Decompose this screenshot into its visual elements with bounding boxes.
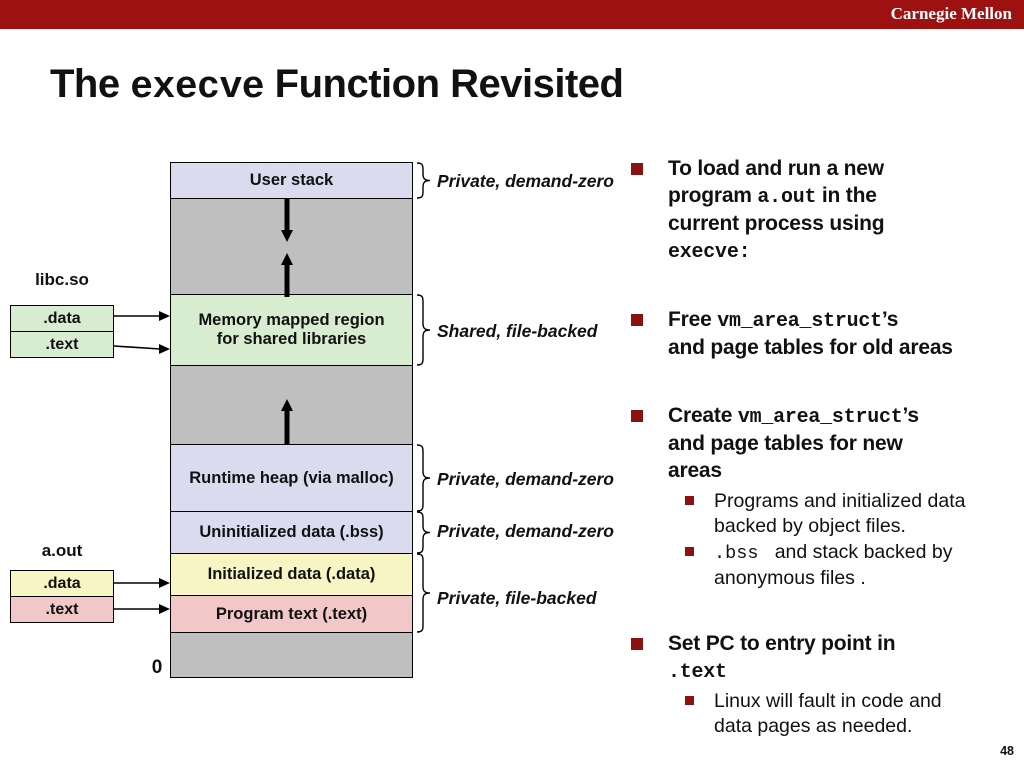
brace-bss <box>416 511 431 554</box>
region-bss: Uninitialized data (.bss) <box>170 511 413 554</box>
bullet-square-icon <box>631 314 643 326</box>
bullet-square-icon <box>631 410 643 422</box>
region-user-stack-label: User stack <box>249 171 334 189</box>
anno-data-text: Private, file-backed <box>437 588 597 608</box>
region-gap-bottom <box>170 632 413 678</box>
aout-text-label: .text <box>45 600 79 618</box>
mmap-grow-up-arrow <box>281 253 293 297</box>
brand-label: Carnegie Mellon <box>890 4 1012 23</box>
brace-user-stack <box>416 162 431 199</box>
aout-data-box: .data <box>10 570 114 597</box>
aout-data-label: .data <box>43 574 81 592</box>
region-gap-upper <box>170 198 413 295</box>
region-data: Initialized data (.data) <box>170 553 413 596</box>
aout-data-arrow <box>114 578 170 588</box>
region-gap-middle <box>170 365 413 445</box>
brace-data-text <box>416 553 431 633</box>
region-user-stack: User stack <box>170 162 413 199</box>
stack-grow-down-arrow <box>281 198 293 242</box>
brace-memory-mapped <box>416 294 431 366</box>
aout-text-box: .text <box>10 596 114 623</box>
page-title: The execve Function Revisited <box>50 62 624 109</box>
aout-label: a.out <box>41 541 83 560</box>
region-bss-label: Uninitialized data (.bss) <box>199 523 384 541</box>
libc-text-arrow <box>114 344 170 354</box>
subbullet-square-icon <box>685 547 694 556</box>
region-data-label: Initialized data (.data) <box>207 565 376 583</box>
libc-data-arrow <box>114 311 170 321</box>
page-number: 48 <box>1000 744 1014 758</box>
header-bar <box>0 0 1024 29</box>
bullet-set-pc: Set PC to entry point in.text <box>630 630 1022 685</box>
region-runtime-heap-label: Runtime heap (via malloc) <box>189 468 394 487</box>
libc-data-label: .data <box>43 309 81 327</box>
bullet-square-icon <box>631 163 643 175</box>
heap-grow-up-arrow <box>281 399 293 445</box>
anno-user-stack: Private, demand-zero <box>437 171 614 191</box>
address-zero-label: 0 <box>151 657 163 678</box>
libc-text-label: .text <box>45 335 79 353</box>
subbullet-square-icon <box>685 696 694 705</box>
region-text-label: Program text (.text) <box>215 604 368 623</box>
bullet-set-pc-text: Set PC to entry point in.text <box>668 632 896 683</box>
region-runtime-heap: Runtime heap (via malloc) <box>170 444 413 512</box>
anno-memory-mapped: Shared, file-backed <box>437 321 598 341</box>
anno-bss: Private, demand-zero <box>437 521 614 541</box>
libc-data-box: .data <box>10 305 114 332</box>
libc-text-box: .text <box>10 331 114 358</box>
anno-runtime-heap: Private, demand-zero <box>437 469 614 489</box>
aout-text-arrow <box>114 604 170 614</box>
subbullet-square-icon <box>685 496 694 505</box>
region-text: Program text (.text) <box>170 595 413 633</box>
brace-runtime-heap <box>416 444 431 512</box>
bullet-square-icon <box>631 638 643 650</box>
libc-label: libc.so <box>35 270 89 289</box>
